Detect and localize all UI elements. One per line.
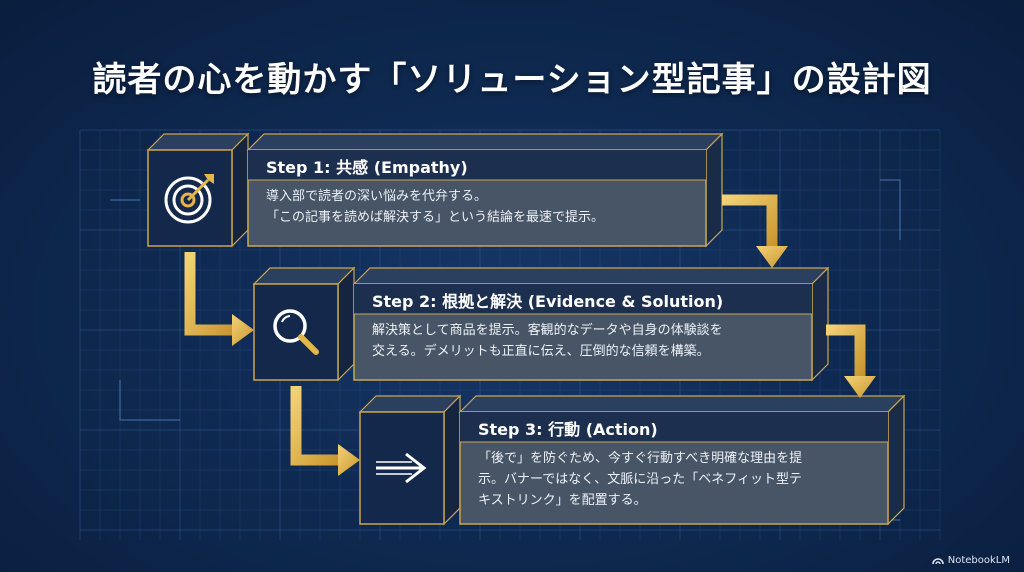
step-2-block: Step 2: 根拠と解決 (Evidence & Solution) 解決策と… <box>252 266 844 382</box>
arrow-right-icon <box>360 412 444 524</box>
step-2-title: Step 2: 根拠と解決 (Evidence & Solution) <box>372 292 724 311</box>
brand-label: NotebookLM <box>931 555 1010 566</box>
step-3-description: 「後で」を防ぐため、今すぐ行動すべき明確な理由を提 示。バナーではなく、文脈に沿… <box>478 451 803 508</box>
circuit-trace <box>880 179 901 240</box>
step-1-block: Step 1: 共感 (Empathy) 導入部で読者の深い悩みを代弁する。 「… <box>146 132 738 248</box>
step-3-title: Step 3: 行動 (Action) <box>478 420 658 439</box>
step-3-block: Step 3: 行動 (Action) 「後で」を防ぐため、今すぐ行動すべき明確… <box>358 394 920 526</box>
notebooklm-logo-icon <box>931 558 944 565</box>
step-3-frame <box>358 394 906 526</box>
arrow-left-to-step3 <box>290 386 360 476</box>
circuit-trace <box>119 380 180 421</box>
magnifier-icon <box>254 284 338 380</box>
step-2-description: 解決策として商品を提示。客観的なデータや自身の体験談を 交える。デメリットも正直… <box>372 323 723 359</box>
step-1-frame <box>146 132 724 248</box>
arrow-step2-to-step3 <box>826 324 876 398</box>
arrow-step1-to-step2 <box>722 194 788 268</box>
page-title: 読者の心を動かす「ソリューション型記事」の設計図 <box>92 60 932 100</box>
step-1-description: 導入部で読者の深い悩みを代弁する。 「この記事を読めば解決する」という結論を最速… <box>266 189 605 225</box>
target-icon <box>148 150 232 246</box>
step-2-frame <box>252 266 830 382</box>
step-1-title: Step 1: 共感 (Empathy) <box>266 158 468 177</box>
arrow-left-to-step2 <box>184 252 254 346</box>
brand-text: NotebookLM <box>947 555 1010 566</box>
